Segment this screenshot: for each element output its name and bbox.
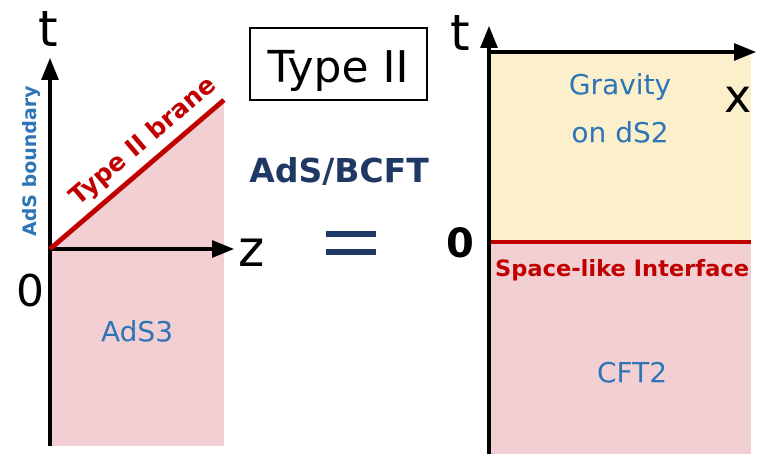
correspondence-label: AdS/BCFT	[249, 151, 429, 190]
ads3-bulk-region	[50, 100, 224, 446]
right-x-label: x	[724, 69, 751, 123]
cft2-label: CFT2	[597, 356, 667, 389]
type-label-box	[249, 27, 428, 101]
equals-bar-bottom	[326, 249, 376, 255]
right-zero-label: 0	[446, 221, 474, 267]
left-t-axis-arrow	[41, 58, 59, 80]
right-t-label: t	[450, 4, 470, 62]
equals-bar-top	[326, 231, 376, 237]
left-origin-label: 0	[16, 266, 44, 317]
gravity-label-line1: Gravity	[569, 68, 671, 101]
gravity-label-line2: on dS2	[571, 116, 668, 149]
ads3-label: AdS3	[101, 315, 173, 348]
left-t-label: t	[38, 0, 58, 58]
type-ii-brane-line	[48, 98, 226, 251]
ads-boundary-label: AdS boundary	[19, 85, 41, 236]
interface-label: Space-like Interface	[495, 257, 749, 282]
right-t-axis-arrow	[480, 26, 498, 48]
gravity-dS2-region	[489, 52, 751, 242]
left-z-axis-arrow	[212, 240, 234, 258]
right-x-axis-arrow	[734, 43, 756, 61]
left-z-label: z	[238, 220, 264, 278]
type-label: Type II	[266, 42, 408, 93]
cft2-region	[489, 242, 751, 454]
